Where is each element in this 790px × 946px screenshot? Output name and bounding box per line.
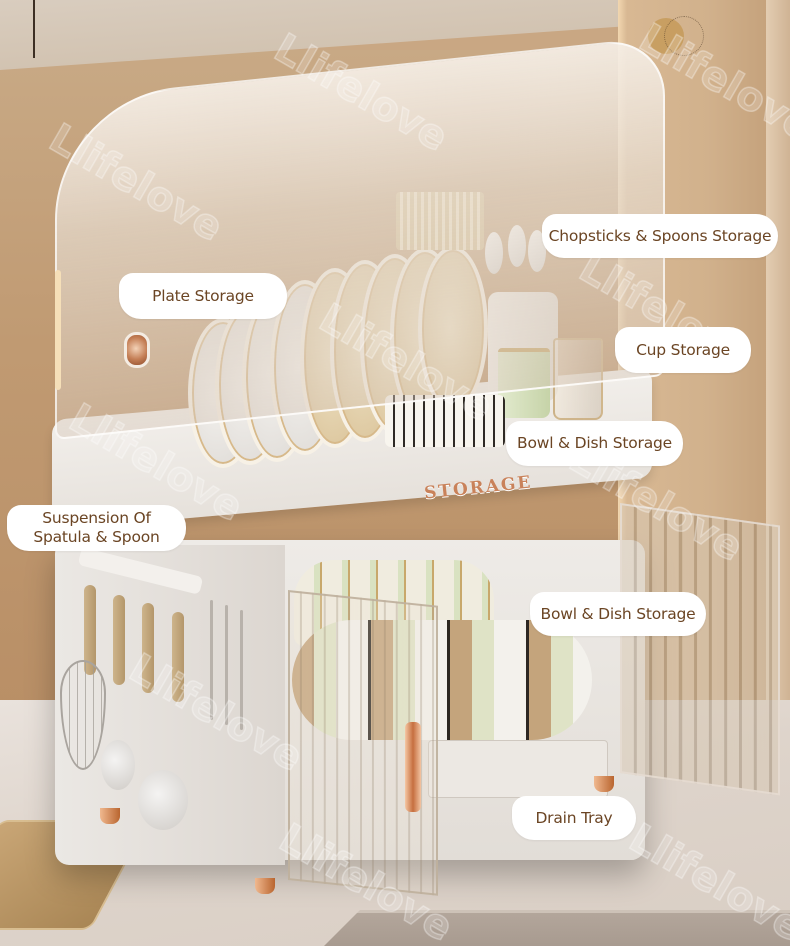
copper-leg [255,878,275,894]
drain-slot [210,600,213,720]
drain-slot [240,610,243,730]
side-door [620,503,780,796]
label-line-2: Spatula & Spoon [33,528,160,546]
ladle-handle [142,603,154,693]
ladle-icon [138,770,188,830]
lid-knob-icon [124,332,150,368]
label-drain-tray: Drain Tray [512,796,636,840]
lid-highlight [55,270,61,390]
spatula-handle [172,612,184,702]
brand-stamp-ring-icon [664,16,704,56]
cabinet-divider [33,0,35,58]
label-chopsticks-spoons-storage: Chopsticks & Spoons Storage [542,214,778,258]
ladle-icon [101,740,135,790]
small-dish-rack [385,395,505,447]
ladle-handle [113,595,125,685]
whisk-handle [84,585,96,675]
label-bowl-dish-storage-lower: Bowl & Dish Storage [530,592,706,636]
drain-tray-drawer [428,740,608,798]
label-plate-storage: Plate Storage [119,273,287,319]
label-line-1: Suspension Of [42,509,151,528]
drain-slot [225,605,228,725]
label-spatula-spoon-suspension: Suspension Of Spatula & Spoon [7,505,186,551]
door-handle [405,722,421,812]
copper-leg [100,808,120,824]
label-bowl-dish-storage-upper: Bowl & Dish Storage [506,421,683,466]
copper-leg [594,776,614,792]
stacked-bowls-front [292,620,592,740]
label-cup-storage: Cup Storage [615,327,751,373]
